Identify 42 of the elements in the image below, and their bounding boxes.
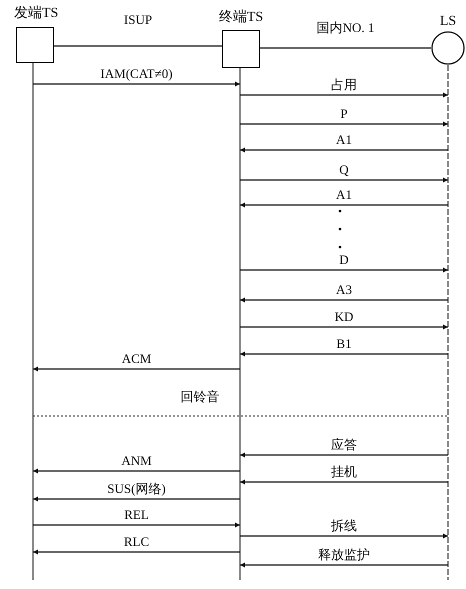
message-arrow xyxy=(240,452,448,458)
edge-label: Q xyxy=(337,162,351,177)
message-arrow xyxy=(240,202,448,208)
edge-label: ANM xyxy=(119,453,154,468)
message-arrow xyxy=(240,122,448,126)
edge-label: 应答 xyxy=(329,437,359,452)
message-arrow xyxy=(240,92,448,98)
message-arrow xyxy=(240,298,448,302)
node-heading: 发端TS xyxy=(14,6,56,22)
edge-label: A1 xyxy=(334,187,354,202)
message-arrow xyxy=(33,468,240,474)
node-heading: 终端TS xyxy=(218,10,264,26)
message-arrow xyxy=(240,562,448,568)
message-arrow xyxy=(33,522,240,528)
edge-label: 释放监护 xyxy=(316,547,372,562)
message-arrow xyxy=(240,148,448,152)
node-heading: LS xyxy=(438,14,458,30)
edge-label: A3 xyxy=(334,282,354,297)
edge-label: SUS(网络) xyxy=(105,481,168,496)
edge-label: ACM xyxy=(120,351,154,366)
edge-label: RLC xyxy=(122,534,152,549)
message-arrow xyxy=(33,550,240,554)
message-arrow xyxy=(240,268,448,272)
edge-label: ISUP xyxy=(122,12,154,27)
message-arrow xyxy=(240,534,448,538)
edge-label: 占用 xyxy=(329,77,359,92)
message-arrow xyxy=(33,366,240,372)
edge-label: B1 xyxy=(334,336,354,351)
link-line xyxy=(54,45,222,47)
message-arrow xyxy=(240,480,448,484)
message-arrow xyxy=(240,324,448,330)
edge-label: 挂机 xyxy=(329,464,359,479)
edge-label: 拆线 xyxy=(329,518,359,533)
note-text: 回铃音 xyxy=(178,389,222,404)
message-arrow xyxy=(33,82,240,86)
edge-label: IAM(CAT≠0) xyxy=(98,66,175,81)
edge-label: A1 xyxy=(334,132,354,147)
message-arrow xyxy=(33,496,240,502)
message-arrow xyxy=(240,352,448,356)
link-line xyxy=(260,47,431,49)
edge-label: 国内NO. 1 xyxy=(314,20,376,35)
message-arrow xyxy=(240,178,448,182)
